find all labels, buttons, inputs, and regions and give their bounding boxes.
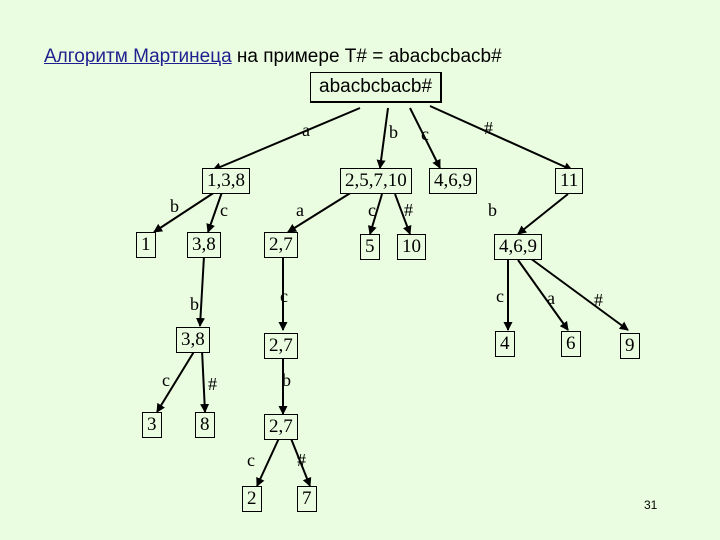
node-2-7-a: 2,7 bbox=[264, 232, 298, 258]
node-7: 7 bbox=[297, 486, 317, 512]
edge-label-n138-c: c bbox=[220, 200, 228, 220]
edge-label-n469b-hash: # bbox=[594, 290, 603, 310]
edge-label-n2579-hash: # bbox=[404, 200, 413, 220]
edge-n38b-c bbox=[156, 349, 196, 413]
edge-label-root-hash: # bbox=[484, 118, 493, 138]
node-6: 6 bbox=[561, 331, 581, 357]
edge-label-n27c-c: c bbox=[247, 450, 255, 470]
edge-n2579-c bbox=[367, 193, 383, 235]
node-11: 11 bbox=[555, 168, 584, 194]
edge-n27c-c bbox=[256, 435, 281, 487]
node-1-3-8: 1,3,8 bbox=[202, 168, 250, 194]
node-2-7-b: 2,7 bbox=[264, 333, 298, 359]
edge-n2579-hash bbox=[394, 193, 412, 235]
edge-label-root-b: b bbox=[389, 122, 398, 142]
edge-root-a bbox=[212, 107, 361, 172]
edge-n2579-a bbox=[287, 191, 353, 233]
node-5: 5 bbox=[360, 234, 380, 260]
title-prefix: Алгоритм Мартинеца bbox=[44, 46, 232, 67]
edge-label-n2579-a: a bbox=[296, 200, 304, 220]
slide-title: Алгоритм Мартинеца на примере T# = abacb… bbox=[44, 46, 502, 68]
title-example: на примере T# = abacbcbacb# bbox=[231, 46, 502, 67]
edge-label-n469b-a: a bbox=[547, 288, 555, 308]
edge-label-n2579-c: c bbox=[368, 200, 376, 220]
edge-label-n27b-b: b bbox=[282, 370, 291, 390]
edge-n469b-hash bbox=[529, 257, 629, 331]
edge-n38a-b bbox=[195, 255, 205, 327]
node-3-8-b: 3,8 bbox=[176, 327, 210, 353]
node-9: 9 bbox=[620, 333, 640, 359]
edge-root-b bbox=[376, 107, 389, 169]
node-3-8-a: 3,8 bbox=[187, 232, 221, 258]
edge-root-c bbox=[409, 107, 441, 169]
edge-n138-c bbox=[206, 191, 223, 233]
node-4-6-9: 4,6,9 bbox=[429, 168, 477, 194]
edge-n138-b bbox=[153, 191, 216, 233]
page-number: 31 bbox=[644, 498, 658, 512]
edge-label-n138-b: b bbox=[170, 196, 179, 216]
node-4: 4 bbox=[495, 331, 515, 357]
node-2-5-7-10: 2,5,7,10 bbox=[340, 168, 412, 194]
tree-root: abacbcbacb# bbox=[310, 72, 443, 103]
node-2: 2 bbox=[242, 486, 262, 512]
node-8: 8 bbox=[195, 412, 215, 438]
node-2-7-c: 2,7 bbox=[264, 414, 298, 440]
edge-label-n27c-hash: # bbox=[297, 450, 306, 470]
node-1: 1 bbox=[136, 232, 156, 258]
node-10: 10 bbox=[397, 234, 426, 260]
node-4-6-9-b: 4,6,9 bbox=[494, 234, 542, 260]
node-3: 3 bbox=[142, 412, 162, 438]
edge-label-n38a-b: b bbox=[190, 294, 199, 314]
edge-label-n469b-c: c bbox=[496, 286, 504, 306]
edge-n27c-hash bbox=[289, 435, 312, 487]
edge-n38b-hash bbox=[200, 349, 210, 413]
edge-n11-b bbox=[517, 193, 569, 235]
edge-n469b-a bbox=[517, 259, 569, 331]
edge-label-n11-b: b bbox=[488, 200, 497, 220]
edge-label-root-a: a bbox=[302, 120, 310, 140]
edge-label-n38b-c: c bbox=[162, 370, 170, 390]
edge-label-n27a-c: c bbox=[280, 286, 288, 306]
edge-root-hash bbox=[429, 105, 573, 171]
edge-label-root-c: c bbox=[421, 124, 429, 144]
edge-label-n38b-hash: # bbox=[208, 374, 217, 394]
